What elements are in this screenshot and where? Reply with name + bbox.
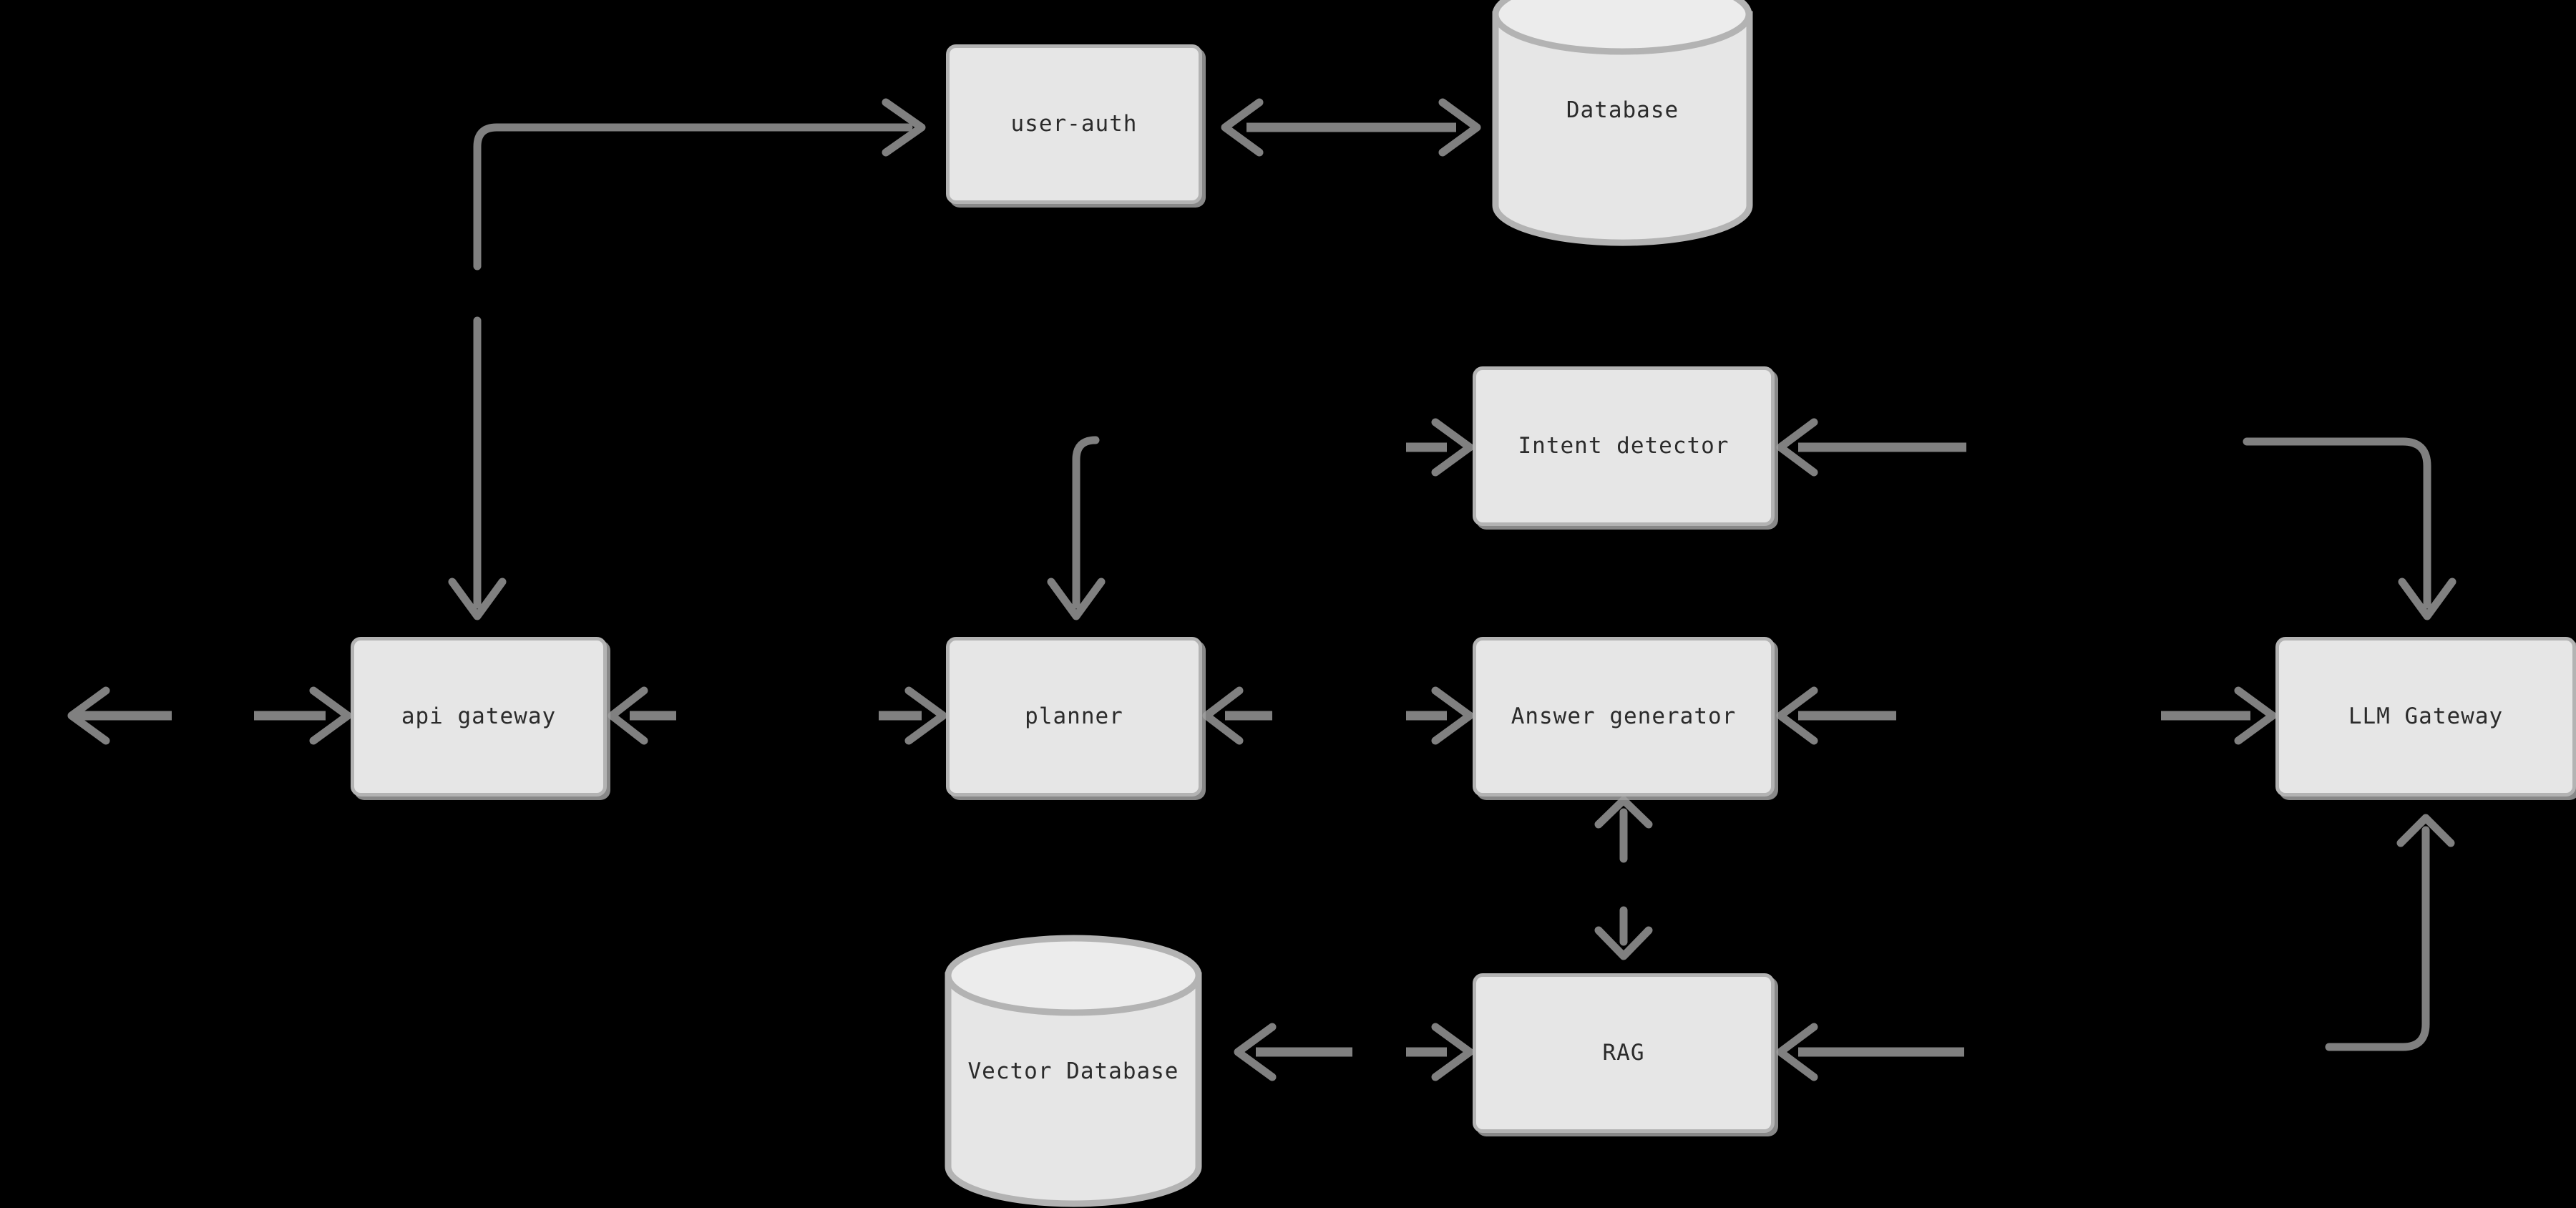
node-label-planner: planner	[1025, 703, 1123, 729]
node-label-user-auth: user-auth	[1010, 110, 1138, 137]
edge-rag-answer-up	[1594, 796, 1653, 863]
node-planner[interactable]: planner	[946, 637, 1202, 797]
edge-into-planner-top	[1047, 436, 1106, 620]
edge-user-auth-database	[1221, 98, 1481, 157]
node-label-answer-generator: Answer generator	[1511, 703, 1737, 729]
node-api-gateway[interactable]: api gateway	[351, 637, 607, 797]
node-database[interactable]: Database	[1492, 0, 1753, 247]
node-label-database: Database	[1566, 97, 1679, 123]
node-user-auth[interactable]: user-auth	[946, 44, 1202, 204]
edge-into-llm-gateway-top	[2243, 437, 2457, 620]
node-answer-generator[interactable]: Answer generator	[1473, 637, 1775, 797]
edge-into-llm-gateway-left	[2161, 686, 2277, 745]
architecture-diagram-canvas: .w{fill:none;stroke:#808080;stroke-width…	[67, 0, 2576, 1207]
connector-layer: .w{fill:none;stroke:#808080;stroke-width…	[67, 98, 2457, 1081]
edge-into-api-gateway-top	[448, 316, 507, 620]
edge-into-planner-right	[1202, 686, 1272, 745]
edge-into-answer-left	[1406, 686, 1474, 745]
cylinder-shape-database	[1492, 0, 1753, 246]
edge-answer-rag-down	[1594, 906, 1653, 960]
edge-into-planner-left	[879, 686, 947, 745]
edge-into-answer-right	[1776, 686, 1896, 745]
edge-api-gateway-left-out	[67, 686, 172, 745]
node-llm-gateway[interactable]: LLM Gateway	[2275, 637, 2576, 797]
edge-into-intent-right	[1776, 418, 1966, 477]
node-label-llm-gateway: LLM Gateway	[2348, 703, 2504, 729]
node-label-api-gateway: api gateway	[401, 703, 557, 729]
edge-into-intent-left	[1406, 418, 1474, 477]
edge-rag-vector-database	[1234, 1023, 1352, 1081]
node-label-vector-database: Vector Database	[967, 1058, 1179, 1084]
node-label-rag: RAG	[1602, 1039, 1645, 1066]
edge-into-rag-right	[1776, 1023, 1964, 1081]
edge-api-gateway-left-in	[254, 686, 352, 745]
edge-into-rag-left	[1406, 1023, 1474, 1081]
edge-into-llm-gateway-bottom	[2325, 814, 2455, 1051]
node-vector-database[interactable]: Vector Database	[945, 934, 1202, 1208]
edge-into-user-auth	[473, 98, 926, 271]
node-rag[interactable]: RAG	[1473, 973, 1775, 1133]
node-intent-detector[interactable]: Intent detector	[1473, 366, 1775, 526]
edge-api-gateway-right-in	[608, 686, 676, 745]
node-label-intent-detector: Intent detector	[1518, 432, 1729, 459]
